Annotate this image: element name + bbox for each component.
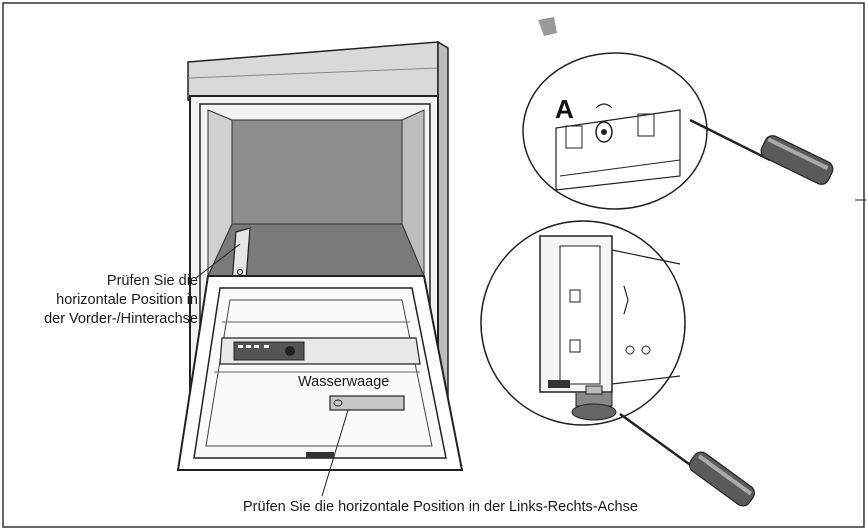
left-right-axis-label: Prüfen Sie die horizontale Position in d… (243, 499, 638, 515)
door-handle (306, 452, 334, 458)
front-back-line-3: der Vorder-/Hinterachse (44, 311, 198, 327)
adjustable-foot-icon (571, 385, 617, 421)
front-back-leader (195, 243, 241, 279)
front-back-axis-label: Prüfen Sie die horizontale Position in d… (0, 272, 198, 329)
interior-back-wall (231, 119, 403, 225)
spirit-level-icon (329, 395, 405, 411)
left-right-leader (321, 409, 349, 497)
detail-foot-circle (480, 220, 686, 426)
dishwasher-illustration (176, 40, 464, 472)
front-back-line-1: Prüfen Sie die (106, 273, 198, 289)
front-back-line-2: horizontale Position in (56, 292, 198, 308)
detail-a-circle: A (522, 52, 708, 210)
screwdriver-icon (689, 118, 834, 185)
spirit-level-label: Wasserwaage (298, 374, 390, 390)
screwdriver-bottom-icon (619, 412, 756, 507)
detail-a-marker: A (555, 94, 574, 124)
fold-arrow-icon (538, 17, 557, 36)
